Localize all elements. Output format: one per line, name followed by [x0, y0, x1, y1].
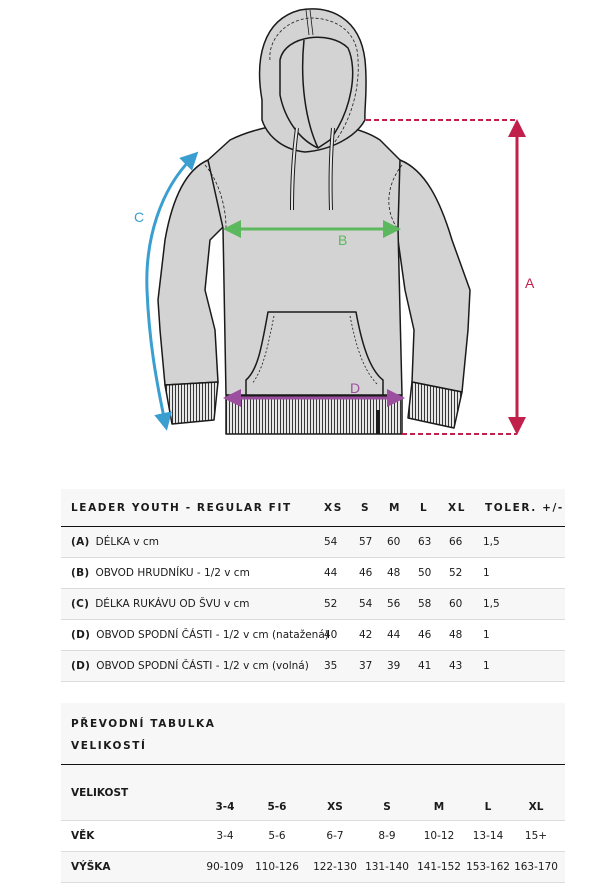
- cell-xs: 40: [324, 629, 338, 641]
- measurements-table-header: LEADER YOUTH - REGULAR FIT XS S M L XL T…: [61, 489, 565, 527]
- measurement-b: B: [223, 220, 401, 248]
- size-cell: S: [383, 801, 391, 813]
- age-cell: 3-4: [216, 830, 234, 842]
- row-label: OBVOD HRUDNÍKU - 1/2 v cm: [95, 567, 250, 579]
- height-cell: 122-130: [313, 861, 357, 873]
- cell-s: 37: [359, 660, 373, 672]
- conversion-title-line2: VELIKOSTÍ: [71, 740, 147, 752]
- cell-xs: 44: [324, 567, 338, 579]
- age-row: VĚK 3-4 5-6 6-7 8-9 10-12 13-14 15+: [61, 821, 565, 852]
- height-cell: 141-152: [417, 861, 461, 873]
- cell-m: 60: [387, 536, 401, 548]
- cell-xl: 52: [449, 567, 463, 579]
- conversion-table-title: PŘEVODNÍ TABULKA VELIKOSTÍ: [61, 703, 565, 765]
- age-cell: 8-9: [378, 830, 396, 842]
- row-label: OBVOD SPODNÍ ČÁSTI - 1/2 v cm (volná): [96, 660, 309, 672]
- cell-xl: 48: [449, 629, 463, 641]
- table-row: (D) OBVOD SPODNÍ ČÁSTI - 1/2 v cm (volná)…: [61, 651, 565, 682]
- table-row: (C)DÉLKA RUKÁVU OD ŠVU v cm 52 54 56 58 …: [61, 589, 565, 620]
- label-b: B: [338, 232, 347, 248]
- height-cell: 163-170: [514, 861, 558, 873]
- table-row: (B) OBVOD HRUDNÍKU - 1/2 v cm 44 46 48 50…: [61, 558, 565, 589]
- cell-xl: 43: [449, 660, 463, 672]
- cell-l: 50: [418, 567, 432, 579]
- row-code: (D): [71, 629, 91, 641]
- row-code: (C): [71, 598, 90, 610]
- age-cell: 5-6: [268, 830, 286, 842]
- cell-m: 44: [387, 629, 401, 641]
- label-c: C: [134, 209, 144, 225]
- age-cell: 13-14: [472, 830, 504, 842]
- height-row: VÝŠKA 90-109 110-126 122-130 131-140 141…: [61, 852, 565, 883]
- age-cell: 10-12: [423, 830, 455, 842]
- cell-xs: 54: [324, 536, 338, 548]
- col-s: S: [361, 501, 371, 514]
- height-cell: 90-109: [206, 861, 244, 873]
- cell-tolerance: 1,5: [483, 598, 500, 610]
- col-m: M: [389, 501, 402, 514]
- cell-l: 41: [418, 660, 432, 672]
- label-d: D: [350, 380, 360, 396]
- measurement-c: C: [134, 151, 199, 431]
- size-cell: L: [484, 801, 492, 813]
- cell-xs: 52: [324, 598, 338, 610]
- age-cell: 6-7: [326, 830, 344, 842]
- measurement-d: D: [223, 380, 405, 407]
- measurement-a: A: [366, 119, 535, 435]
- age-cell: 15+: [524, 830, 548, 842]
- col-xs: XS: [324, 501, 343, 514]
- size-row-label: VELIKOST: [71, 787, 129, 799]
- table-row: (D) OBVOD SPODNÍ ČÁSTI - 1/2 v cm (nataže…: [61, 620, 565, 651]
- cell-tolerance: 1: [483, 567, 490, 579]
- row-label: OBVOD SPODNÍ ČÁSTI - 1/2 v cm (natažená): [96, 629, 329, 641]
- row-label: DÉLKA RUKÁVU OD ŠVU v cm: [95, 598, 250, 610]
- cell-tolerance: 1: [483, 660, 490, 672]
- cell-tolerance: 1: [483, 629, 490, 641]
- cell-xl: 66: [449, 536, 463, 548]
- conversion-title-line1: PŘEVODNÍ TABULKA: [71, 718, 216, 730]
- cell-s: 57: [359, 536, 373, 548]
- cell-s: 46: [359, 567, 373, 579]
- cell-l: 46: [418, 629, 432, 641]
- col-xl: XL: [448, 501, 466, 514]
- cell-tolerance: 1,5: [483, 536, 500, 548]
- size-cell: XL: [528, 801, 544, 813]
- table-row: (A) DÉLKA v cm 54 57 60 63 66 1,5: [61, 527, 565, 558]
- hoodie-drawing: [157, 8, 471, 435]
- row-code: (A): [71, 536, 90, 548]
- hoodie-size-diagram: A B C D: [134, 8, 535, 435]
- size-cell: 3-4: [215, 801, 235, 813]
- cell-m: 39: [387, 660, 401, 672]
- height-row-label: VÝŠKA: [71, 861, 111, 873]
- cell-m: 56: [387, 598, 401, 610]
- height-cell: 153-162: [466, 861, 510, 873]
- height-cell: 131-140: [365, 861, 409, 873]
- cell-xs: 35: [324, 660, 338, 672]
- size-cell: XS: [327, 801, 343, 813]
- size-cell: M: [433, 801, 445, 813]
- age-row-label: VĚK: [71, 830, 95, 842]
- cell-s: 54: [359, 598, 373, 610]
- row-code: (B): [71, 567, 90, 579]
- cell-s: 42: [359, 629, 373, 641]
- cell-xl: 60: [449, 598, 463, 610]
- size-cell: 5-6: [267, 801, 287, 813]
- size-row: VELIKOST 3-4 5-6 XS S M L XL: [61, 765, 565, 821]
- row-label: DÉLKA v cm: [95, 536, 159, 548]
- measurements-table: LEADER YOUTH - REGULAR FIT XS S M L XL T…: [61, 489, 565, 682]
- height-cell: 110-126: [255, 861, 299, 873]
- col-l: L: [420, 501, 429, 514]
- row-code: (D): [71, 660, 91, 672]
- cell-l: 63: [418, 536, 432, 548]
- table-title: LEADER YOUTH - REGULAR FIT: [71, 501, 292, 514]
- size-conversion-table: PŘEVODNÍ TABULKA VELIKOSTÍ VELIKOST 3-4 …: [61, 703, 565, 883]
- label-a: A: [525, 275, 535, 291]
- col-tolerance: TOLER. +/-: [485, 501, 564, 514]
- cell-l: 58: [418, 598, 432, 610]
- cell-m: 48: [387, 567, 401, 579]
